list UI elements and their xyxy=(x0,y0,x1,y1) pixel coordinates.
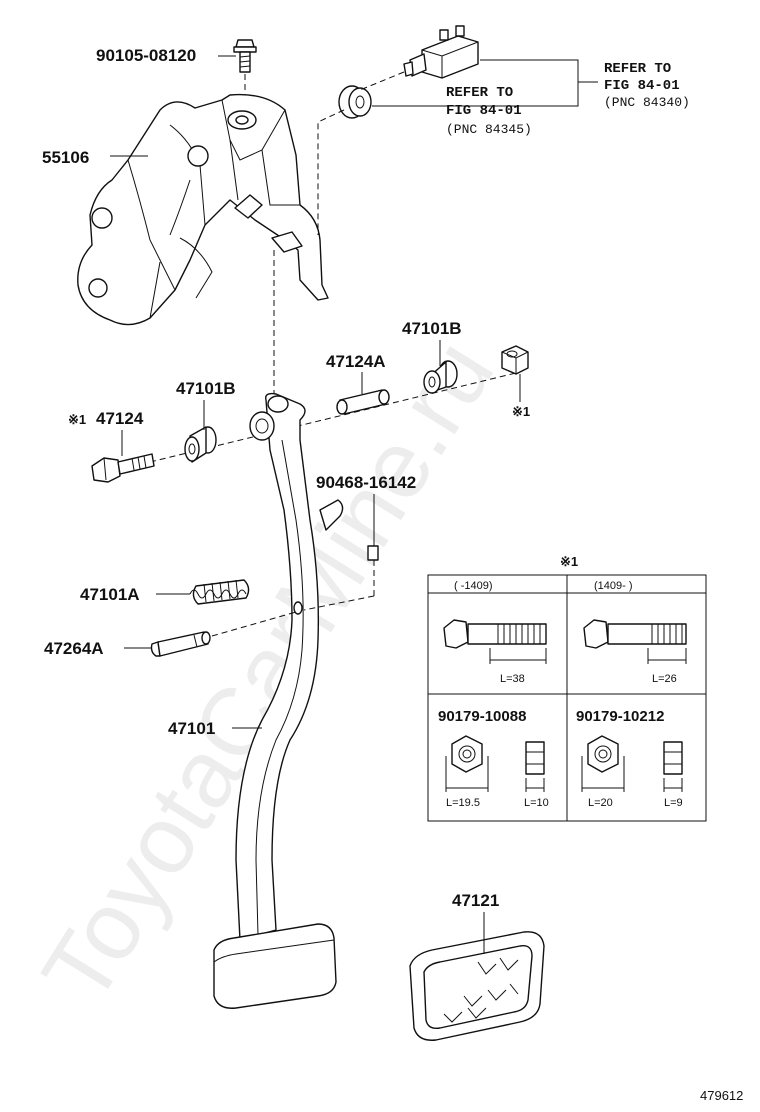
label-bushing-47101b-right: 47101B xyxy=(402,319,462,338)
refer-lower-line3: (PNC 84345) xyxy=(446,122,532,137)
spring-47101a xyxy=(189,579,250,605)
table-nut2-front-drawing xyxy=(581,735,625,792)
pin-47264a xyxy=(150,631,211,657)
label-bolt-47124-mark: ※1 xyxy=(68,412,86,427)
variant-table: ※1 ( -1409) (1409- ) L=38 xyxy=(427,554,707,822)
table-nut1-front-drawing xyxy=(445,735,489,792)
table-col1-header: ( -1409) xyxy=(454,580,493,592)
table-bolt1-length: L=38 xyxy=(500,673,525,685)
label-pin-47264a: 47264A xyxy=(44,639,104,658)
table-nut2-height: L=9 xyxy=(664,797,683,809)
table-nut2-part: 90179-10212 xyxy=(576,708,664,725)
refer-upper-line1: REFER TO xyxy=(604,61,671,77)
table-bolt2-drawing xyxy=(583,619,687,664)
bolt-47124 xyxy=(91,453,155,483)
table-nut1-width: L=19.5 xyxy=(446,797,480,809)
table-nut1-side-drawing xyxy=(525,741,545,792)
pedal-arm-47101 xyxy=(235,392,344,941)
table-bolt1-drawing xyxy=(443,619,547,664)
pedal-pad-47121 xyxy=(409,931,545,1041)
label-spring-47101a: 47101A xyxy=(80,585,140,604)
bracket-55106 xyxy=(77,93,329,326)
table-col2-header: (1409- ) xyxy=(594,580,633,592)
figure-id: 479612 xyxy=(700,1088,743,1103)
label-bushing-47101b-left: 47101B xyxy=(176,379,236,398)
table-bolt2-length: L=26 xyxy=(652,673,677,685)
refer-lower-line2: FIG 84-01 xyxy=(446,103,522,119)
table-nut2-side-drawing xyxy=(663,741,683,792)
label-cushion-90468-16142: 90468-16142 xyxy=(316,473,416,492)
refer-upper-line3: (PNC 84340) xyxy=(604,95,690,110)
label-bracket-55106: 55106 xyxy=(42,148,89,167)
pedal-pad-on-arm xyxy=(213,923,337,1009)
label-nut-mark1: ※1 xyxy=(512,404,530,419)
table-mark: ※1 xyxy=(560,554,578,569)
label-bolt-90105-08120: 90105-08120 xyxy=(96,46,196,65)
nut-mark1 xyxy=(501,345,529,375)
collar-47124a xyxy=(336,389,390,415)
bushing-47101b-left xyxy=(184,426,217,463)
refer-lower-line1: REFER TO xyxy=(446,85,513,101)
table-nut1-height: L=10 xyxy=(524,797,549,809)
label-bolt-47124: 47124 xyxy=(96,409,144,428)
refer-upper-line2: FIG 84-01 xyxy=(604,78,680,94)
label-pedal-arm-47101: 47101 xyxy=(168,719,215,738)
table-nut1-part: 90179-10088 xyxy=(438,708,526,725)
stop-lamp-switch xyxy=(403,25,479,79)
label-pad-47121: 47121 xyxy=(452,891,499,910)
table-nut2-width: L=20 xyxy=(588,797,613,809)
switch-cushion xyxy=(338,85,372,119)
bushing-47101b-right xyxy=(423,360,458,394)
cushion-90468-16142 xyxy=(367,545,379,561)
label-collar-47124a: 47124A xyxy=(326,352,386,371)
bolt-90105-08120 xyxy=(233,39,257,73)
